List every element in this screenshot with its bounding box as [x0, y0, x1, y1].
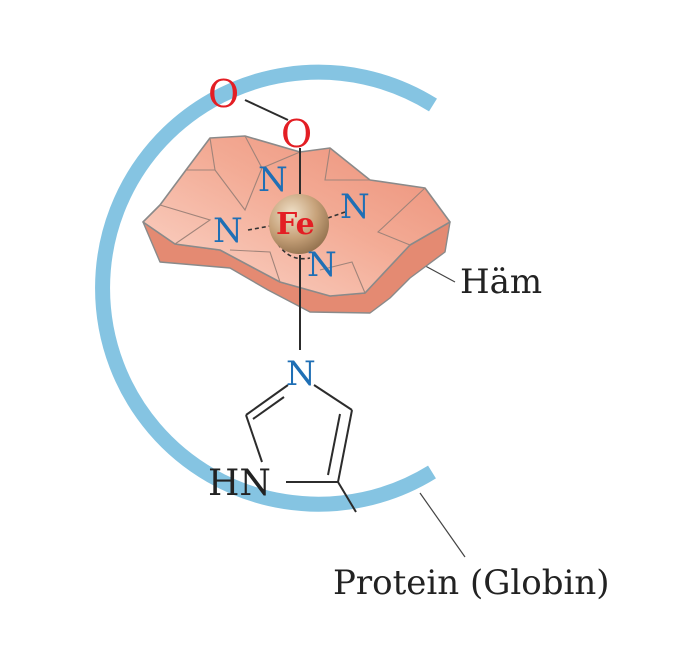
heme-pyrrole-edges	[159, 135, 426, 294]
nitrogen-bottom-label: N	[307, 245, 337, 285]
nitrogen-top-label: N	[258, 160, 288, 200]
globin-protein-arc	[95, 64, 437, 512]
histidine-backbone-bond	[337, 481, 357, 513]
iron-atom-sphere	[269, 194, 329, 254]
histidine-nitrogen-label: N	[286, 354, 316, 394]
iron-label: Fe	[276, 207, 315, 242]
oxygen-top-label: O	[208, 72, 239, 116]
o-o-bond	[244, 99, 289, 121]
protein-globin-label: Protein (Globin)	[333, 563, 610, 603]
fe-n-dashed-left	[247, 225, 271, 231]
heme-label: Häm	[460, 262, 542, 302]
fe-n-dashed-right	[327, 211, 346, 219]
histidine-imidazole-ring	[245, 384, 357, 513]
nitrogen-right-label: N	[340, 187, 370, 227]
nitrogen-left-label: N	[213, 211, 243, 251]
protein-leader-line	[419, 492, 466, 558]
histidine-hn-label: HN	[208, 463, 271, 504]
oxygen-bound-label: O	[281, 112, 312, 156]
